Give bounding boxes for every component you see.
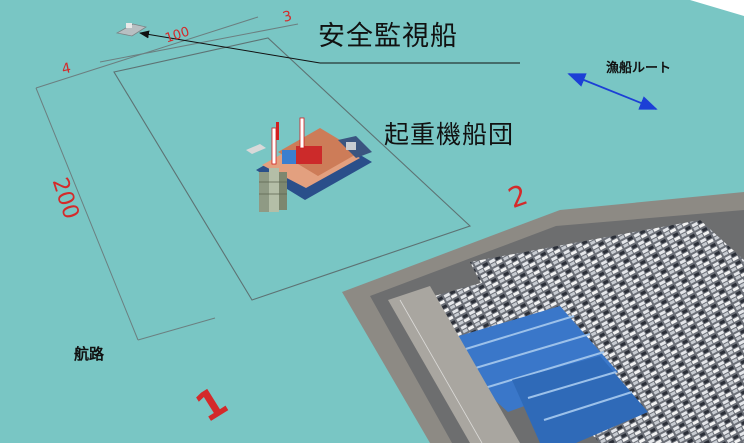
pile-structure <box>259 168 287 212</box>
outer-boundary-bottom <box>137 317 216 341</box>
crane-fleet <box>246 117 372 200</box>
channel-label: 航路 <box>74 345 105 363</box>
safety-ship-label: 安全監視船 <box>318 21 458 52</box>
outer-boundary-left <box>35 87 139 341</box>
safety-ship <box>115 23 148 37</box>
work-area <box>113 37 472 301</box>
leader-arrow <box>139 30 321 64</box>
crane-fleet-label: 起重機船団 <box>384 120 515 149</box>
port-terminal <box>342 192 744 443</box>
fishing-route-arrow <box>567 73 658 110</box>
fishing-route-label: 漁船ルート <box>606 61 672 76</box>
sea-edge <box>690 0 744 16</box>
